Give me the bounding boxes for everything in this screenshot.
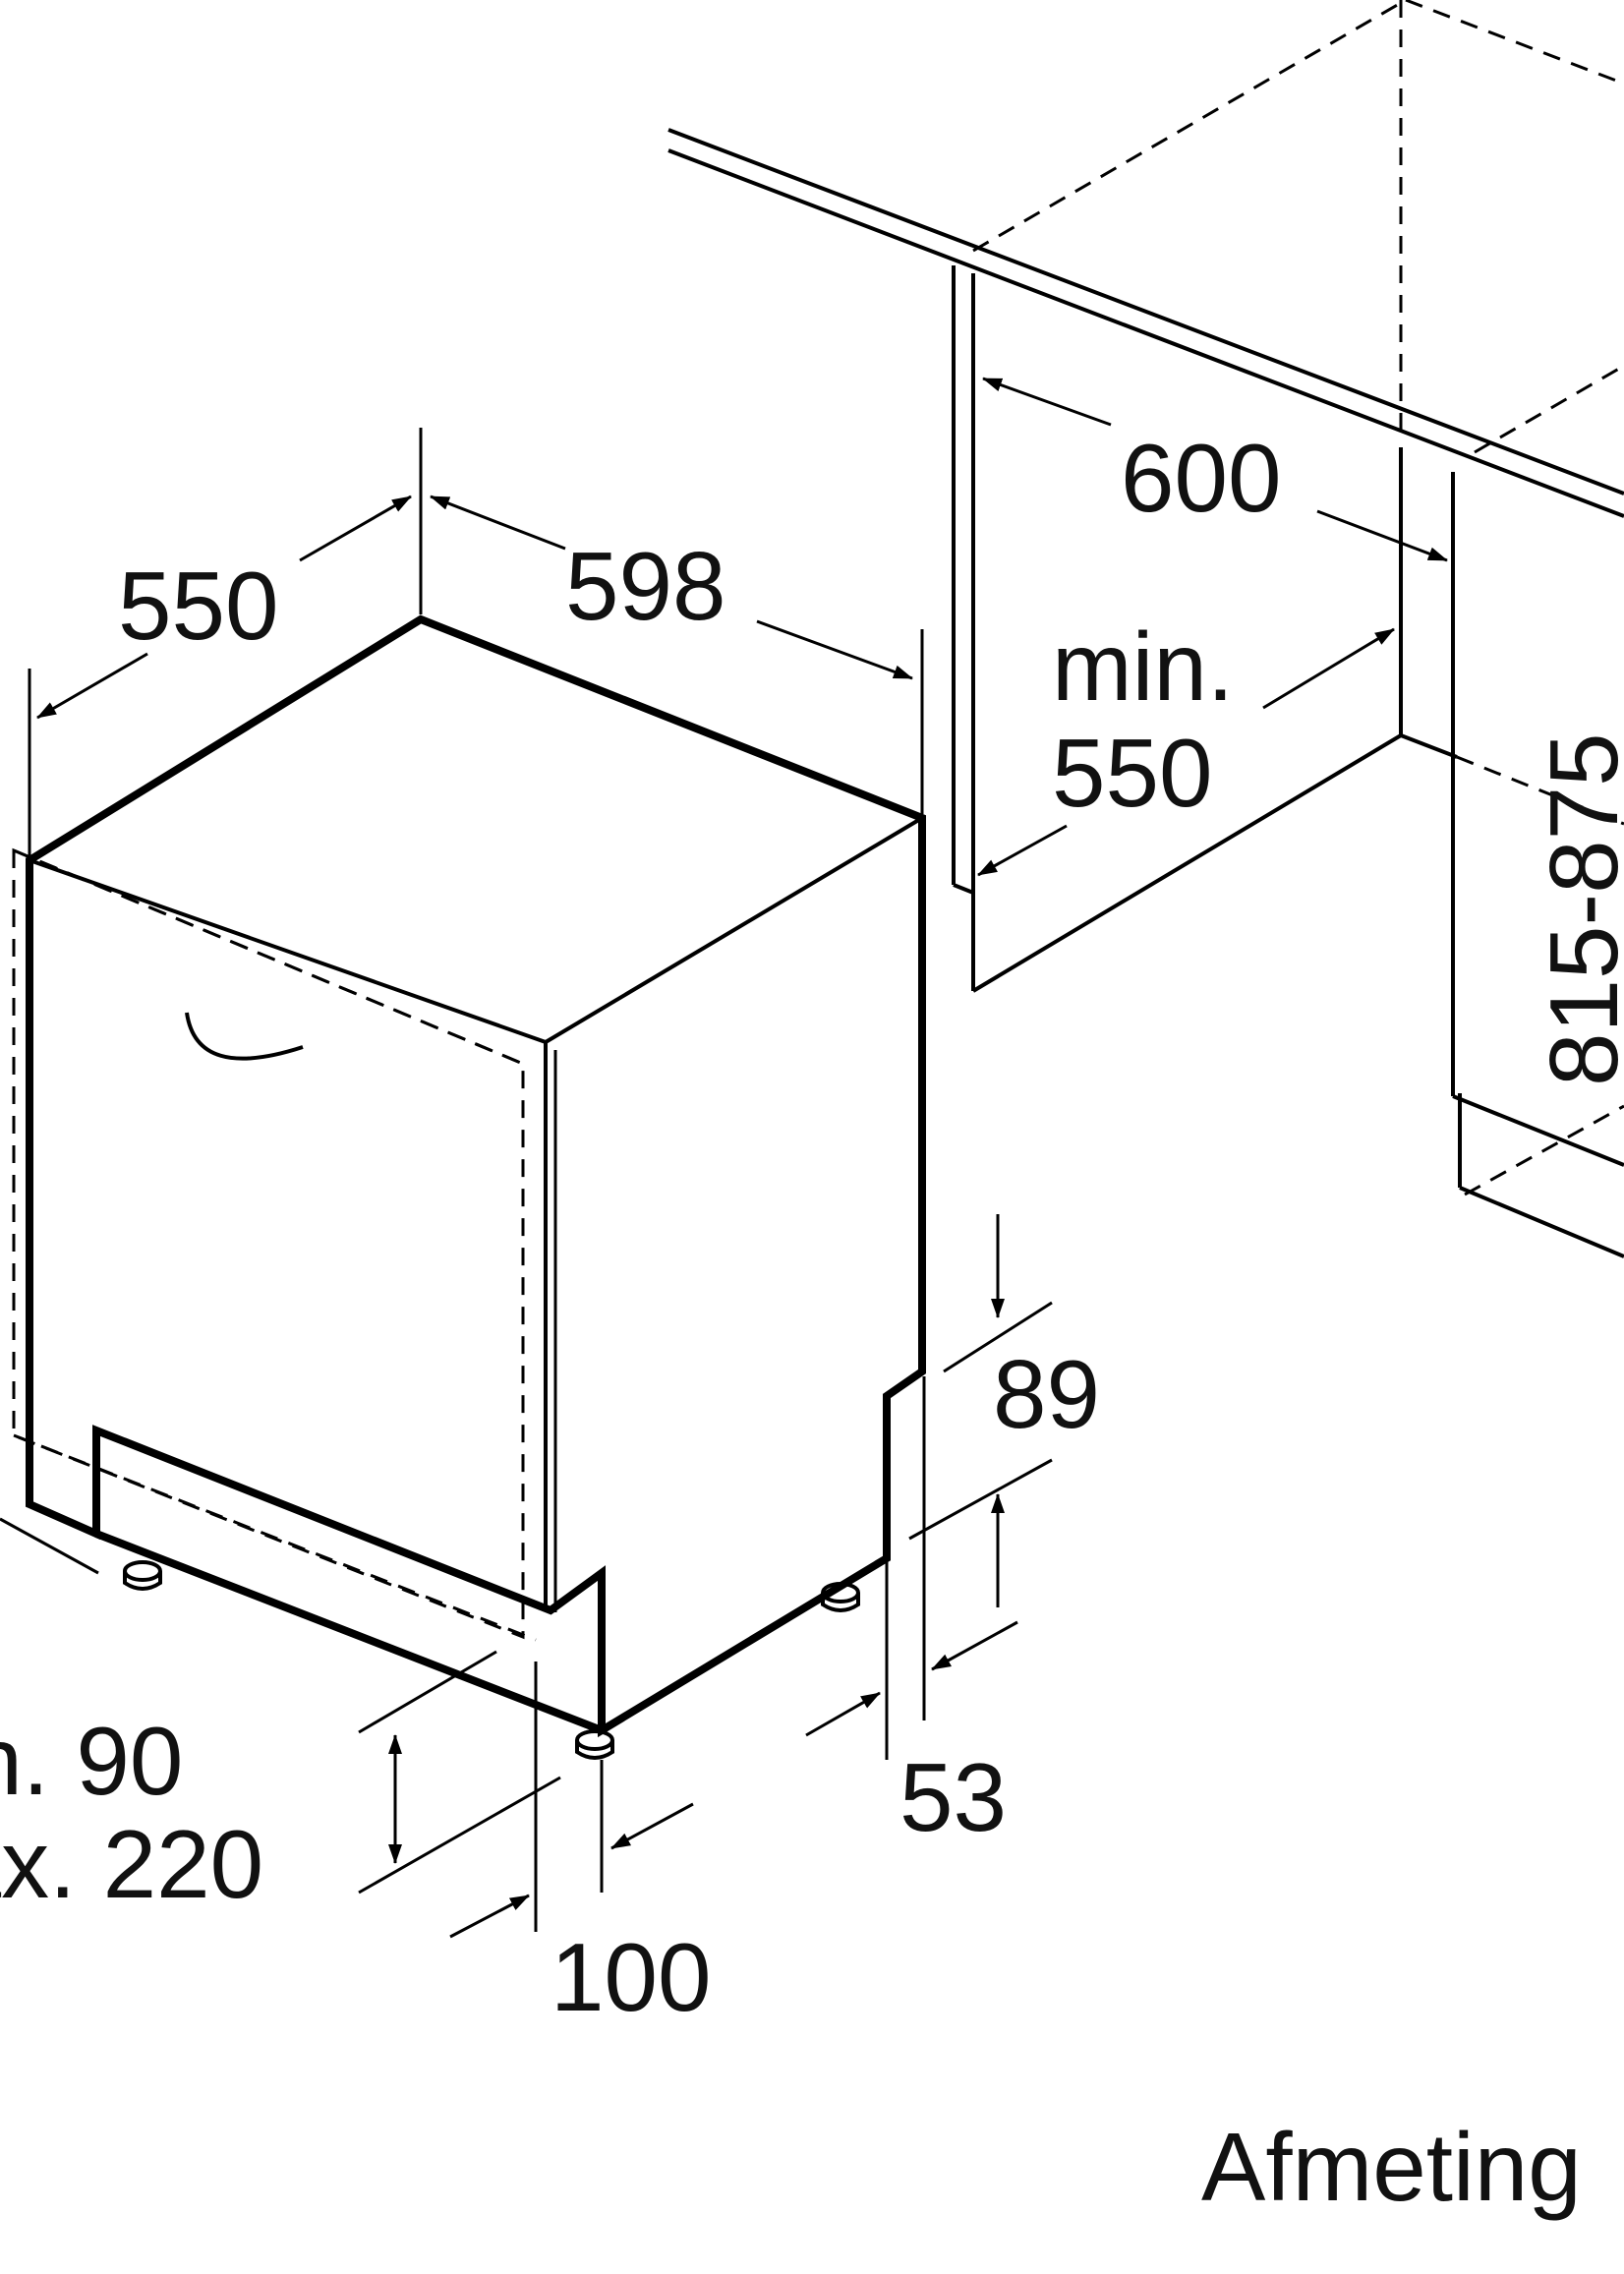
dimension-labels: 550 598 600 min. 550 815-875 89 53 min. … bbox=[0, 424, 1624, 2031]
kitchen-niche bbox=[667, 0, 1624, 1258]
dim-plinth-max-220: max. 220 bbox=[0, 1810, 263, 1918]
dim-niche-600: 600 bbox=[1121, 424, 1282, 532]
dim-plinth-100: 100 bbox=[551, 1923, 712, 2031]
dim-depth-550: 550 bbox=[118, 552, 279, 660]
dim-niche-height: 815-875 bbox=[1530, 732, 1624, 1086]
dimension-lines bbox=[0, 377, 1448, 1939]
caption: Afmeting bbox=[1201, 2113, 1582, 2221]
dishwasher-body bbox=[12, 614, 926, 1760]
dim-niche-min-label: min. bbox=[1052, 612, 1234, 721]
dim-plinth-53: 53 bbox=[899, 1743, 1007, 1851]
dim-niche-min-value: 550 bbox=[1052, 719, 1213, 827]
dim-plinth-89: 89 bbox=[993, 1340, 1100, 1448]
dim-width-598: 598 bbox=[565, 532, 726, 640]
dim-plinth-min-90: min. 90 bbox=[0, 1707, 183, 1815]
